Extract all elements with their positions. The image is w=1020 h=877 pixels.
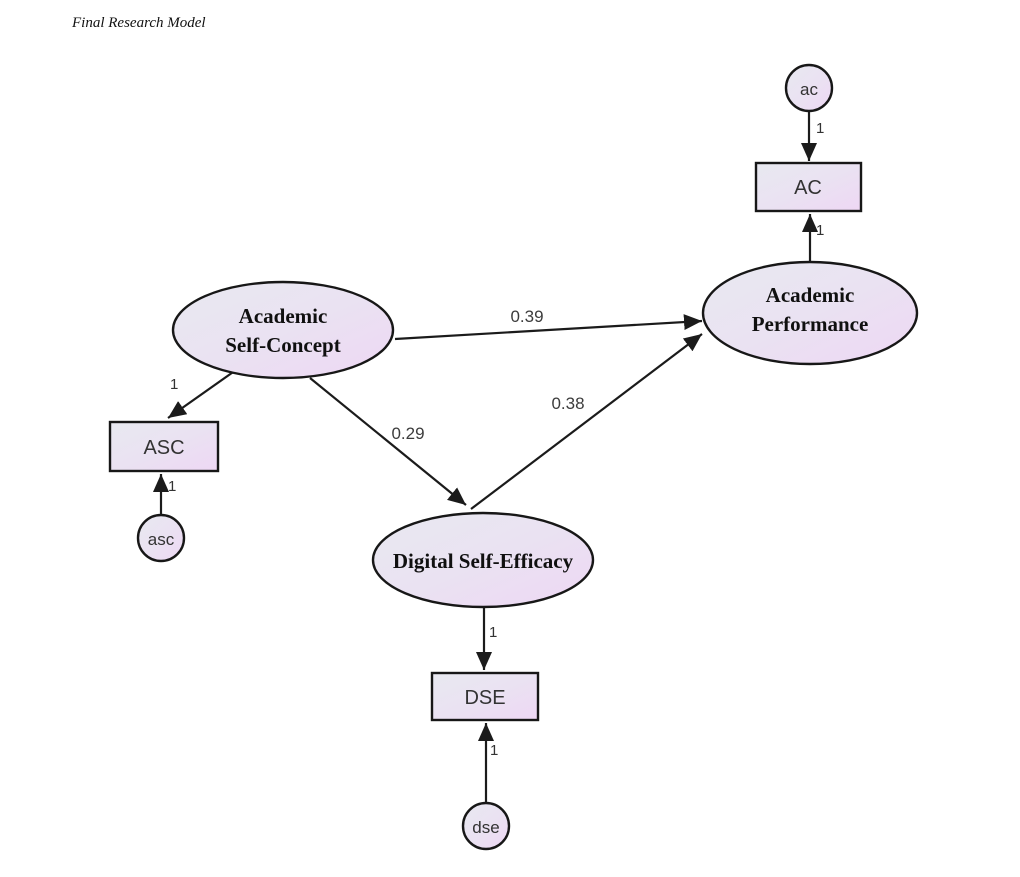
academic-self-concept-label-line1: Academic [239, 304, 328, 328]
page-title: Final Research Model [71, 15, 206, 31]
loading-ap-to-ac: 1 [816, 222, 824, 239]
coefficient-asc-to-dse: 0.29 [391, 424, 424, 443]
digital-self-efficacy-label: Digital Self-Efficacy [393, 549, 574, 573]
academic-performance-label-line1: Academic [766, 283, 855, 307]
node-digital-self-efficacy: Digital Self-Efficacy [371, 511, 595, 609]
ac-error-circle [784, 63, 834, 113]
academic-performance-label-line2: Performance [752, 312, 869, 336]
academic-self-concept-label-line2: Self-Concept [225, 333, 340, 357]
ac-indicator-rect [754, 161, 863, 213]
dse-error-circle [461, 801, 511, 851]
edges [153, 111, 818, 803]
coefficient-asc-to-ap: 0.39 [510, 307, 543, 326]
node-academic-self-concept: Academic Self-Concept [171, 280, 395, 380]
loading-asc-error-to-asc: 1 [168, 478, 176, 495]
loading-ac-error-to-ac: 1 [816, 120, 824, 137]
edge-asc-to-dse [309, 377, 467, 506]
node-dse-indicator: DSE [430, 671, 540, 722]
asc-indicator-label: ASC [143, 437, 184, 459]
loading-dse-to-dse-indicator: 1 [489, 624, 497, 641]
edge-asc-to-ap [394, 314, 703, 341]
asc-indicator-rect [108, 420, 220, 473]
node-academic-performance: Academic Performance [701, 260, 919, 366]
ac-error-label: ac [800, 80, 818, 99]
academic-self-concept-ellipse [171, 280, 395, 380]
edge-dse-to-ap [470, 333, 703, 510]
node-ac-error: ac [784, 63, 834, 113]
node-asc-indicator: ASC [108, 420, 220, 473]
academic-performance-ellipse [701, 260, 919, 366]
edge-asc-to-asc-indicator [167, 369, 237, 419]
loading-asc-to-asc-indicator: 1 [170, 376, 178, 393]
loading-dse-error-to-dse: 1 [490, 742, 498, 759]
node-ac-indicator: AC [754, 161, 863, 213]
coefficient-dse-to-ap: 0.38 [551, 394, 584, 413]
dse-error-label: dse [472, 818, 499, 837]
dse-indicator-label: DSE [464, 687, 505, 709]
digital-self-efficacy-ellipse [371, 511, 595, 609]
asc-error-label: asc [148, 530, 175, 549]
edge-labels: 0.39 0.29 0.38 1 1 1 1 1 1 [168, 120, 824, 759]
ac-indicator-label: AC [794, 177, 822, 199]
node-dse-error: dse [461, 801, 511, 851]
asc-error-circle [136, 513, 186, 563]
dse-indicator-rect [430, 671, 540, 722]
node-asc-error: asc [136, 513, 186, 563]
